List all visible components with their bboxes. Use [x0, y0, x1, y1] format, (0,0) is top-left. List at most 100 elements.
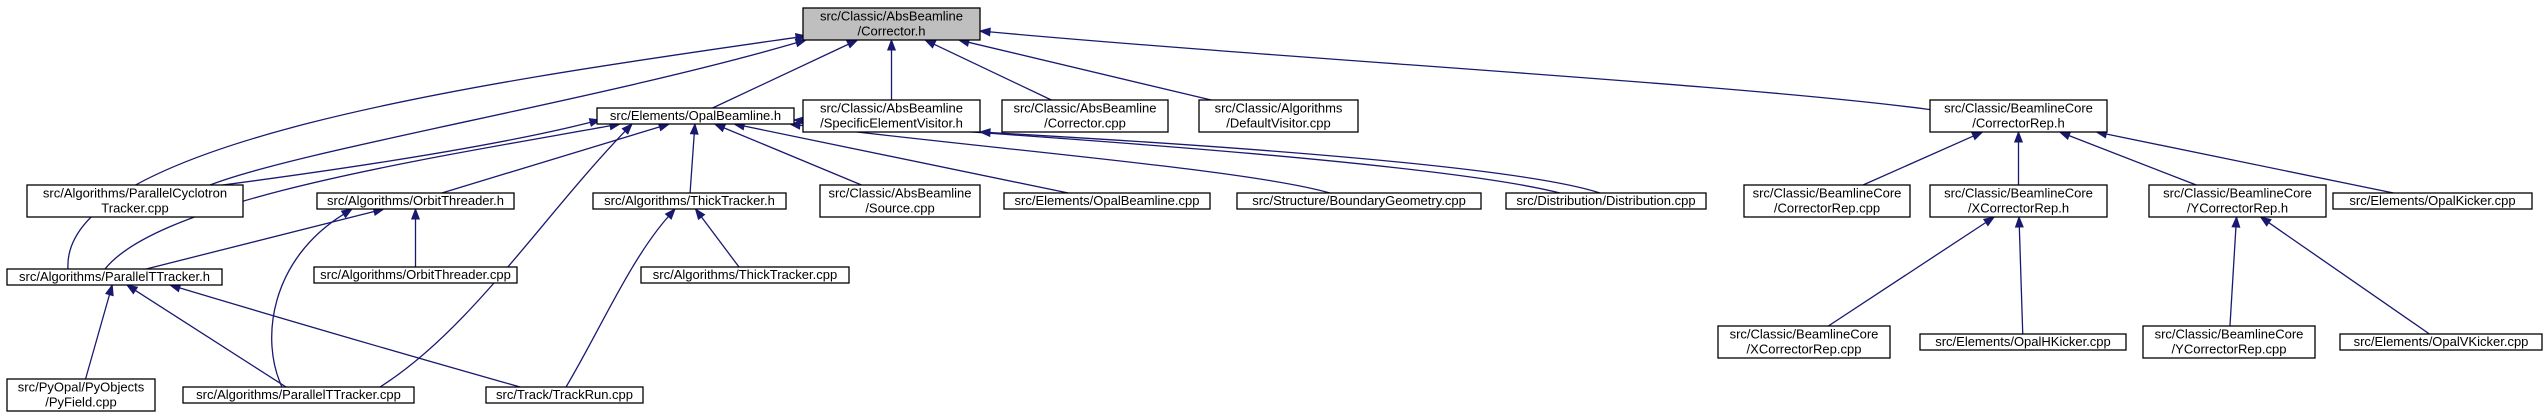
node-label: src/Algorithms/ParallelCyclotron [43, 186, 227, 201]
node-label: /YCorrectorRep.h [2187, 201, 2288, 216]
edge-line [271, 213, 344, 388]
node-corrector-cpp[interactable]: src/Classic/AbsBeamline/Corrector.cpp [1001, 99, 1169, 133]
edge-arrowhead [125, 284, 139, 295]
node-label: src/Classic/BeamlineCore [2155, 327, 2304, 342]
edge-xcorrectorrep-h-includes-correctorrep-h [2013, 130, 2024, 185]
edge-arrowhead [2259, 216, 2272, 227]
node-box [1001, 99, 1169, 133]
edge-source-cpp-includes-opalbeamline-h [713, 123, 862, 186]
edge-opalbeamline-cpp-includes-opalbeamline-h [732, 121, 1069, 194]
node-label: /SpecificElementVisitor.h [820, 116, 963, 131]
node-box [316, 192, 515, 210]
node-ycorrectorrep-cpp[interactable]: src/Classic/BeamlineCore/YCorrectorRep.c… [2142, 325, 2316, 359]
edge-opalhkicker-cpp-includes-xcorrectorrep-h [2014, 215, 2024, 335]
node-thicktracker-h[interactable]: src/Algorithms/ThickTracker.h [592, 192, 787, 210]
node-corrector-h[interactable]: src/Classic/AbsBeamline/Corrector.h [802, 7, 981, 41]
edge-line [1827, 221, 1987, 327]
node-opalvkicker-cpp[interactable]: src/Elements/OpalVKicker.cpp [2339, 333, 2543, 351]
edge-line [565, 216, 669, 388]
node-source-cpp[interactable]: src/Classic/AbsBeamline/Source.cpp [819, 184, 981, 218]
node-orbitthreader-h[interactable]: src/Algorithms/OrbitThreader.h [316, 192, 515, 210]
node-distribution-cpp[interactable]: src/Distribution/Distribution.cpp [1505, 192, 1707, 210]
node-correctorrep-h[interactable]: src/Classic/BeamlineCore/CorrectorRep.h [1929, 99, 2108, 133]
edge-orbitthreader-h-includes-opalbeamline-h [441, 122, 671, 194]
edge-specificelementvisitor-h-includes-corrector-h [886, 38, 897, 100]
node-label: /CorrectorRep.h [1972, 116, 2064, 131]
edge-trackrun-cpp-includes-paralleltracker-h [168, 283, 521, 388]
node-opalkicker-cpp[interactable]: src/Elements/OpalKicker.cpp [2332, 192, 2533, 210]
node-label: src/Algorithms/ThickTracker.h [604, 193, 775, 208]
edge-arrowhead [2013, 130, 2024, 143]
node-box [592, 192, 787, 210]
node-opalhkicker-cpp[interactable]: src/Elements/OpalHKicker.cpp [1919, 333, 2127, 351]
node-trackrun-cpp[interactable]: src/Track/TrackRun.cpp [485, 386, 644, 404]
node-box [1236, 192, 1482, 210]
edge-defaultvisitor-cpp-includes-corrector-h [957, 38, 1212, 101]
node-correctorrep-cpp[interactable]: src/Classic/BeamlineCore/CorrectorRep.cp… [1743, 184, 1911, 218]
edge-arrowhead [713, 123, 727, 133]
node-label: src/Elements/OpalVKicker.cpp [2354, 334, 2529, 349]
edge-correctorrep-h-includes-corrector-h [978, 27, 1934, 111]
edge-arrowhead [978, 27, 991, 37]
node-box [1919, 333, 2127, 351]
edge-paralleltracker-cpp-includes-orbitthreader-h [271, 208, 354, 388]
edge-line [179, 287, 521, 388]
node-box [819, 184, 981, 218]
node-ycorrectorrep-h[interactable]: src/Classic/BeamlineCore/YCorrectorRep.h [2148, 184, 2327, 218]
edge-orbitthreader-cpp-includes-orbitthreader-h [410, 207, 421, 268]
node-boundarygeometry-cpp[interactable]: src/Structure/BoundaryGeometry.cpp [1236, 192, 1482, 210]
node-parallelcyclotrontracker-cpp[interactable]: src/Algorithms/ParallelCyclotronTracker.… [26, 184, 244, 218]
edge-opalbeamline-h-includes-corrector-h [712, 39, 859, 109]
edge-line [700, 216, 740, 268]
edge-arrowhead [410, 207, 421, 220]
node-paralleltracker-h[interactable]: src/Algorithms/ParallelTTracker.h [6, 268, 223, 286]
node-pyfield-cpp[interactable]: src/PyOpal/PyObjects/PyField.cpp [6, 378, 156, 412]
edge-line [799, 124, 1331, 194]
node-label: /XCorrectorRep.h [1968, 201, 2069, 216]
edge-ycorrectorrep-cpp-includes-ycorrectorrep-h [2229, 215, 2241, 327]
node-thicktracker-cpp[interactable]: src/Algorithms/ThickTracker.cpp [640, 266, 850, 284]
node-box [6, 268, 223, 286]
edge-paralleltracker-cpp-includes-paralleltracker-h [125, 284, 287, 388]
edge-arrowhead [340, 208, 354, 219]
node-box [6, 378, 156, 412]
node-xcorrectorrep-cpp[interactable]: src/Classic/BeamlineCore/XCorrectorRep.c… [1717, 325, 1891, 359]
edge-distribution-cpp-includes-specificelementvisitor-h [978, 128, 1601, 194]
node-box [1929, 99, 2108, 133]
node-box [596, 107, 795, 125]
edge-line [2018, 226, 2024, 335]
node-label: /YCorrectorRep.cpp [2172, 342, 2287, 357]
edge-arrowhead [689, 122, 699, 135]
node-box [1003, 192, 1211, 210]
node-label: src/Elements/OpalBeamline.cpp [1015, 193, 1200, 208]
node-label: src/Classic/BeamlineCore [2163, 186, 2312, 201]
edge-line [209, 42, 797, 186]
node-label: /XCorrectorRep.cpp [1747, 342, 1862, 357]
edge-line [2106, 133, 2394, 194]
node-label: src/Algorithms/OrbitThreader.h [327, 193, 504, 208]
node-box [1743, 184, 1911, 218]
node-box [1198, 99, 1359, 133]
node-label: src/Classic/AbsBeamline [820, 9, 963, 24]
node-box [802, 99, 981, 133]
edge-pyfield-cpp-includes-paralleltracker-h [84, 283, 114, 380]
node-defaultvisitor-cpp[interactable]: src/Classic/Algorithms/DefaultVisitor.cp… [1198, 99, 1359, 133]
edge-arrowhead [1982, 216, 1996, 227]
edge-line [989, 31, 1934, 111]
node-label: src/Distribution/Distribution.cpp [1516, 193, 1695, 208]
node-opalbeamline-cpp[interactable]: src/Elements/OpalBeamline.cpp [1003, 192, 1211, 210]
node-label: Tracker.cpp [101, 201, 168, 216]
edge-line [2229, 226, 2237, 327]
node-paralleltracker-cpp[interactable]: src/Algorithms/ParallelTTracker.cpp [182, 386, 415, 404]
node-label: /DefaultVisitor.cpp [1226, 116, 1331, 131]
edge-line [989, 131, 1601, 194]
node-box [2332, 192, 2533, 210]
node-opalbeamline-h[interactable]: src/Elements/OpalBeamline.h [596, 107, 795, 125]
node-xcorrectorrep-h[interactable]: src/Classic/BeamlineCore/XCorrectorRep.h [1929, 184, 2108, 218]
node-box [313, 266, 518, 284]
node-label: /Source.cpp [865, 201, 934, 216]
node-box [2339, 333, 2543, 351]
node-orbitthreader-cpp[interactable]: src/Algorithms/OrbitThreader.cpp [313, 266, 518, 284]
node-label: src/Algorithms/ParallelTTracker.cpp [196, 387, 401, 402]
node-specificelementvisitor-h[interactable]: src/Classic/AbsBeamline/SpecificElementV… [802, 99, 981, 133]
